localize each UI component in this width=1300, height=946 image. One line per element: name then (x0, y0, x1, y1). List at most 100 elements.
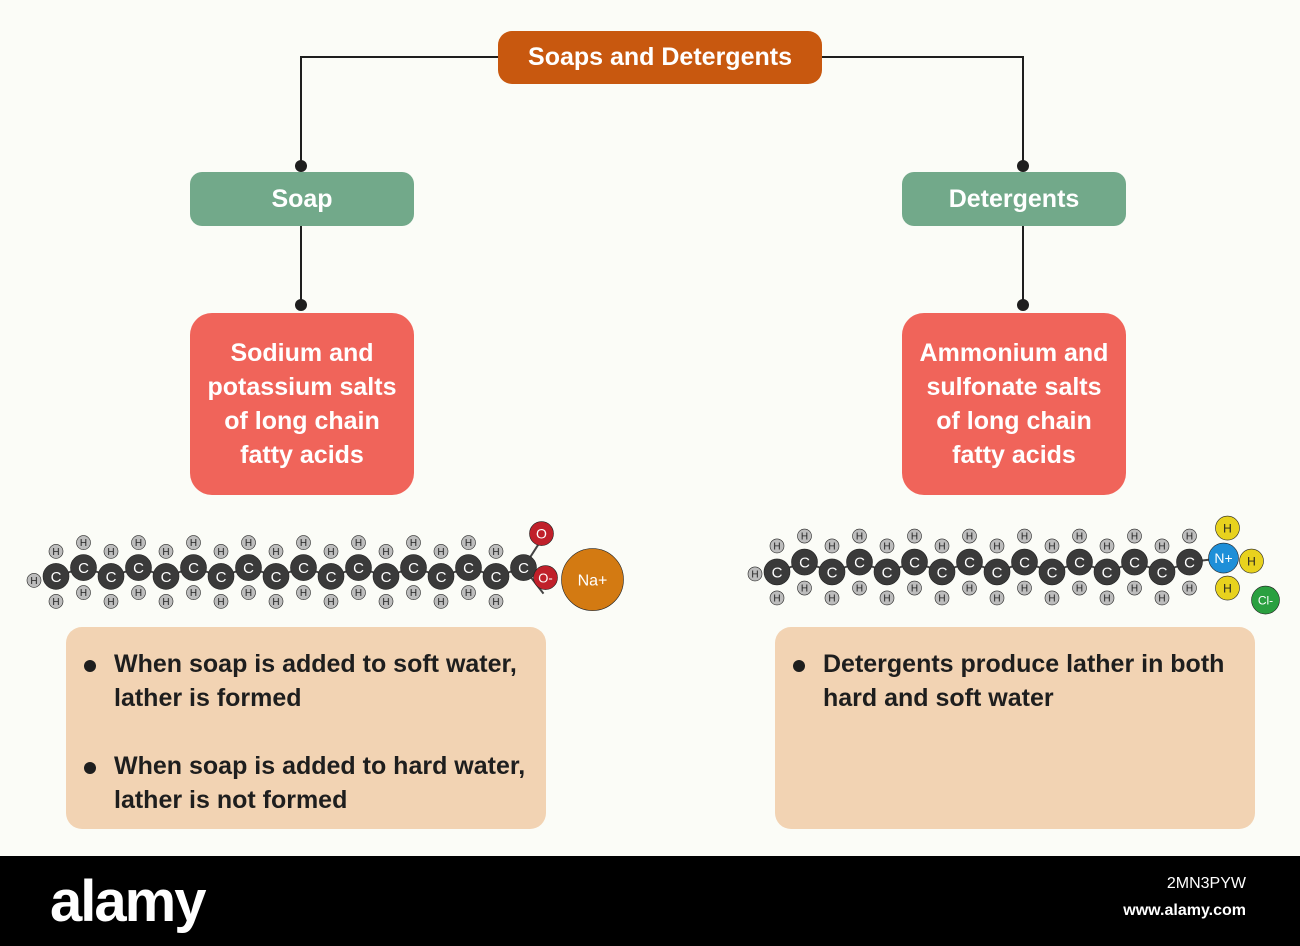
footer: alamy 2MN3PYW www.alamy.com (0, 856, 1300, 946)
hydrogen-atom: H (378, 594, 394, 609)
hydrogen-atom: H (1127, 580, 1142, 596)
hydrogen-atom: H (797, 580, 812, 596)
carbon-atom: C (928, 558, 956, 586)
carbon-atom: C (345, 554, 372, 581)
svg-text:H: H (883, 594, 890, 605)
hydrogen-atom: H (131, 585, 146, 600)
hydrogen-atom: H (76, 535, 91, 550)
svg-text:C: C (243, 560, 254, 577)
carbon-atom: C (1011, 548, 1038, 576)
svg-text:H: H (773, 542, 780, 553)
hydrogen-atom: H (934, 590, 950, 606)
carbon-atom: C (70, 554, 97, 581)
svg-text:H: H (856, 532, 863, 543)
svg-text:H: H (465, 538, 472, 549)
svg-text:C: C (1102, 564, 1113, 581)
carbon-atom: C (207, 563, 235, 590)
hydrogen-atom: H (186, 585, 201, 600)
hydrogen-atom: H (1099, 538, 1115, 554)
hydrogen-atom: H (1072, 580, 1087, 596)
svg-text:H: H (327, 597, 334, 608)
oxygen-atom: O (529, 521, 554, 546)
carbon-atom: C (482, 563, 510, 590)
chloride-ion: Cl- (1251, 585, 1280, 615)
svg-text:H: H (1247, 554, 1256, 568)
svg-text:H: H (382, 547, 389, 558)
svg-text:H: H (1021, 532, 1028, 543)
hydrogen-atom: H (351, 535, 366, 550)
hydrogen-atom: H (1099, 590, 1115, 606)
svg-text:H: H (993, 542, 1000, 553)
hydrogen-atom: H (296, 585, 311, 600)
svg-text:H: H (801, 584, 808, 595)
svg-text:H: H (190, 588, 197, 599)
svg-text:H: H (107, 547, 114, 558)
svg-text:H: H (80, 538, 87, 549)
hydrogen-atom: H (797, 528, 812, 544)
hydrogen-atom: H (186, 535, 201, 550)
svg-text:N+: N+ (1214, 550, 1232, 566)
svg-text:C: C (882, 564, 893, 581)
carbon-atom: C (1066, 548, 1093, 576)
detergents-box: Detergents (902, 172, 1126, 226)
svg-text:C: C (1047, 564, 1058, 581)
hydrogen-atom: H (406, 535, 421, 550)
svg-text:C: C (463, 560, 474, 577)
svg-text:H: H (437, 597, 444, 608)
hydrogen-atom: H (48, 544, 64, 559)
svg-text:H: H (1103, 542, 1110, 553)
carbon-atom: C (1176, 548, 1203, 576)
svg-text:C: C (436, 569, 447, 586)
amine-hydrogen: H (1239, 548, 1264, 574)
svg-text:C: C (133, 560, 144, 577)
hydrogen-atom: H (962, 580, 977, 596)
svg-text:C: C (909, 554, 920, 571)
svg-text:C: C (271, 569, 282, 586)
hydrogen-atom: H (213, 594, 229, 609)
hydrogen-atom: H (158, 544, 174, 559)
svg-text:C: C (772, 564, 783, 581)
svg-text:H: H (30, 576, 37, 587)
carbon-atom: C (317, 563, 345, 590)
svg-text:H: H (327, 547, 334, 558)
svg-text:C: C (992, 564, 1003, 581)
svg-text:C: C (1157, 564, 1168, 581)
svg-text:C: C (799, 554, 810, 571)
svg-text:H: H (773, 594, 780, 605)
svg-text:C: C (106, 569, 117, 586)
carbon-atom: C (427, 563, 455, 590)
carbon-atom: C (1121, 548, 1148, 576)
carbon-atom: C (372, 563, 400, 590)
carbon-atom: C (846, 548, 873, 576)
hydrogen-atom: H (323, 544, 339, 559)
title-box: Soaps and Detergents (498, 31, 822, 84)
hydrogen-atom: H (406, 585, 421, 600)
svg-text:H: H (938, 594, 945, 605)
svg-text:H: H (1223, 581, 1232, 595)
svg-text:H: H (828, 542, 835, 553)
carbon-atom: C (1038, 558, 1066, 586)
hydrogen-atom: H (1154, 590, 1170, 606)
svg-text:H: H (1076, 584, 1083, 595)
svg-text:H: H (410, 588, 417, 599)
svg-text:C: C (1074, 554, 1085, 571)
hydrogen-atom: H (879, 538, 895, 554)
svg-text:H: H (245, 588, 252, 599)
hydrogen-atom: H (852, 580, 867, 596)
svg-text:H: H (1223, 521, 1232, 535)
svg-text:C: C (854, 554, 865, 571)
svg-text:H: H (135, 538, 142, 549)
svg-text:C: C (78, 560, 89, 577)
hydrogen-atom: H (48, 594, 64, 609)
hydrogen-atom: H (378, 544, 394, 559)
svg-text:C: C (381, 569, 392, 586)
hydrogen-atom: H (241, 585, 256, 600)
svg-text:C: C (188, 560, 199, 577)
svg-text:H: H (382, 597, 389, 608)
hydrogen-atom: H (433, 594, 449, 609)
carbon-atom: C (983, 558, 1011, 586)
svg-text:H: H (1158, 542, 1165, 553)
svg-text:H: H (492, 547, 499, 558)
detergent-notes: Detergents produce lather in both hard a… (775, 627, 1255, 829)
